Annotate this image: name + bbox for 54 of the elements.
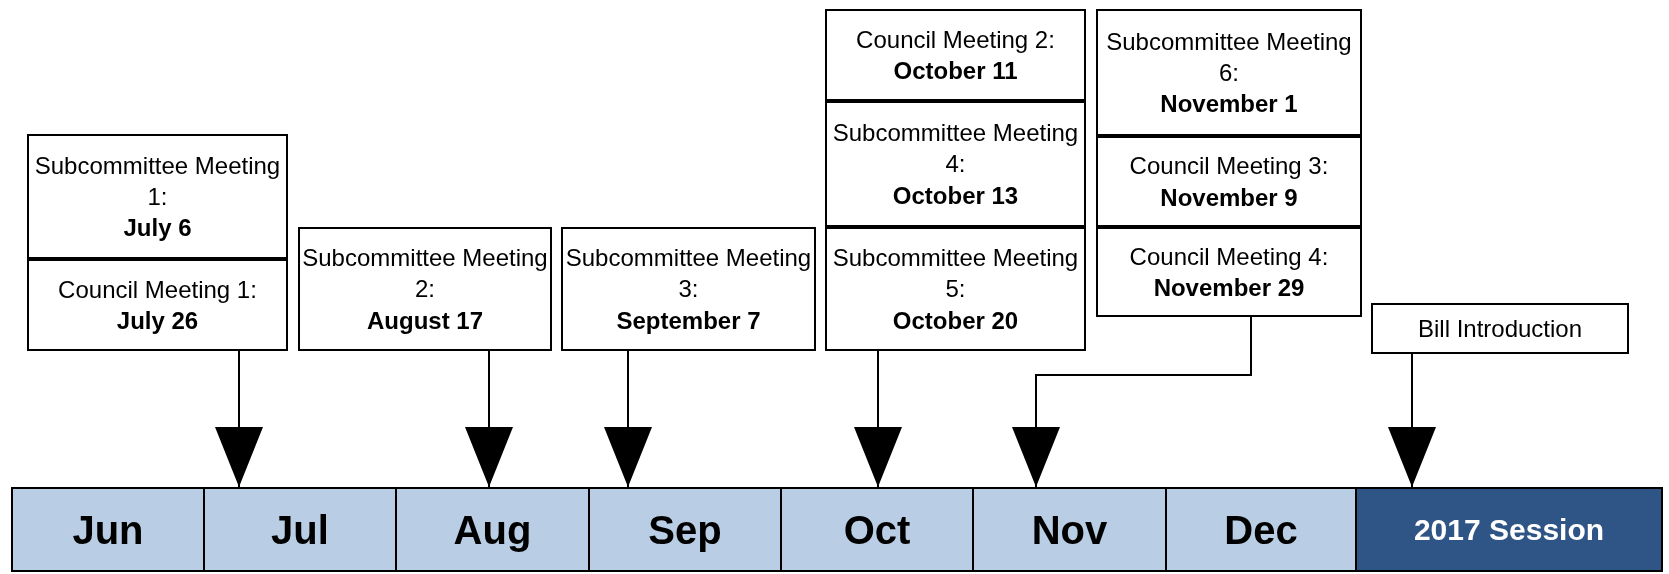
event-title: Council Meeting 4: [1129,241,1329,272]
event-title: Bill Introduction [1417,313,1583,344]
event-date: November 9 [1160,182,1298,213]
month-cell [11,487,205,572]
month-cell [972,487,1167,572]
event-date: September 7 [616,305,761,336]
month-label: Nov [1031,506,1108,554]
arrow [1388,353,1436,488]
event-title: Subcommittee Meeting 5: [831,243,1080,305]
arrow [1012,316,1252,488]
month-label: Jul [271,506,329,554]
event-title: Subcommittee Meeting 4: [831,118,1080,180]
event-box [1371,303,1629,354]
event-date: July 26 [116,306,199,336]
month-cell [780,487,974,572]
event-date: October 13 [892,180,1019,211]
arrow [854,350,902,488]
event-box [825,101,1086,227]
event-box [561,227,816,351]
month-cell [1355,487,1663,572]
month-cell [588,487,782,572]
arrow [215,350,263,488]
month-cell [395,487,590,572]
month-label: Dec [1224,506,1298,554]
month-label: Aug [453,506,532,554]
event-date: November 29 [1153,273,1305,303]
event-box [1096,227,1362,317]
event-box [1096,9,1362,136]
event-box [825,9,1086,101]
month-label: Sep [648,506,722,554]
arrow [465,350,513,488]
event-box [1096,136,1362,227]
event-date: August 17 [367,305,483,336]
event-date: July 6 [123,213,192,244]
arrow [604,350,652,488]
event-title: Subcommittee Meeting 2: [301,243,549,305]
month-label: Oct [843,506,911,554]
event-title: Council Meeting 1: [58,274,257,305]
event-box [27,259,288,351]
month-cell [203,487,397,572]
event-box [825,227,1086,351]
event-title: Subcommittee Meeting 1: [33,150,282,212]
event-date: October 11 [893,56,1018,86]
event-box [298,227,552,351]
event-title: Council Meeting 2: [856,24,1055,55]
event-box [27,134,288,259]
month-cell [1165,487,1357,572]
month-label: 2017 Session [1413,512,1605,548]
event-title: Subcommittee Meeting 3: [564,243,813,305]
event-title: Subcommittee Meeting 6: [1105,26,1353,88]
month-label: Jun [72,506,144,554]
event-date: November 1 [1160,89,1298,120]
event-title: Council Meeting 3: [1129,151,1329,182]
event-date: October 20 [892,305,1019,336]
